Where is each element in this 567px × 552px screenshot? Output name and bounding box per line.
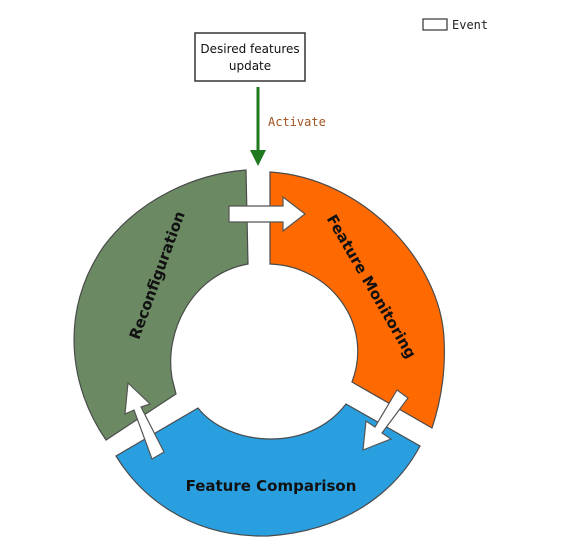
legend-label: Event bbox=[452, 18, 488, 32]
event-line-2: update bbox=[229, 59, 271, 73]
legend: Event bbox=[422, 18, 488, 32]
activate-label: Activate bbox=[268, 115, 326, 129]
feature-comparison-segment bbox=[115, 403, 421, 537]
feature-monitoring-segment bbox=[269, 171, 445, 429]
activate-arrow-head bbox=[250, 150, 266, 166]
transition-arrow-comparison-to-reconfig bbox=[124, 381, 165, 460]
transition-arrow-monitoring-to-comparison bbox=[362, 389, 409, 451]
legend-event-box-icon bbox=[422, 18, 448, 31]
feature-comparison-label: Feature Comparison bbox=[186, 477, 357, 495]
event-box: Desired features update bbox=[194, 32, 306, 82]
event-line-1: Desired features bbox=[200, 42, 299, 56]
transition-arrow-reconfig-to-monitoring bbox=[228, 195, 306, 233]
event-box-frame bbox=[194, 32, 306, 82]
activate-arrow: Activate bbox=[250, 87, 326, 166]
reconfiguration-segment bbox=[73, 169, 249, 441]
